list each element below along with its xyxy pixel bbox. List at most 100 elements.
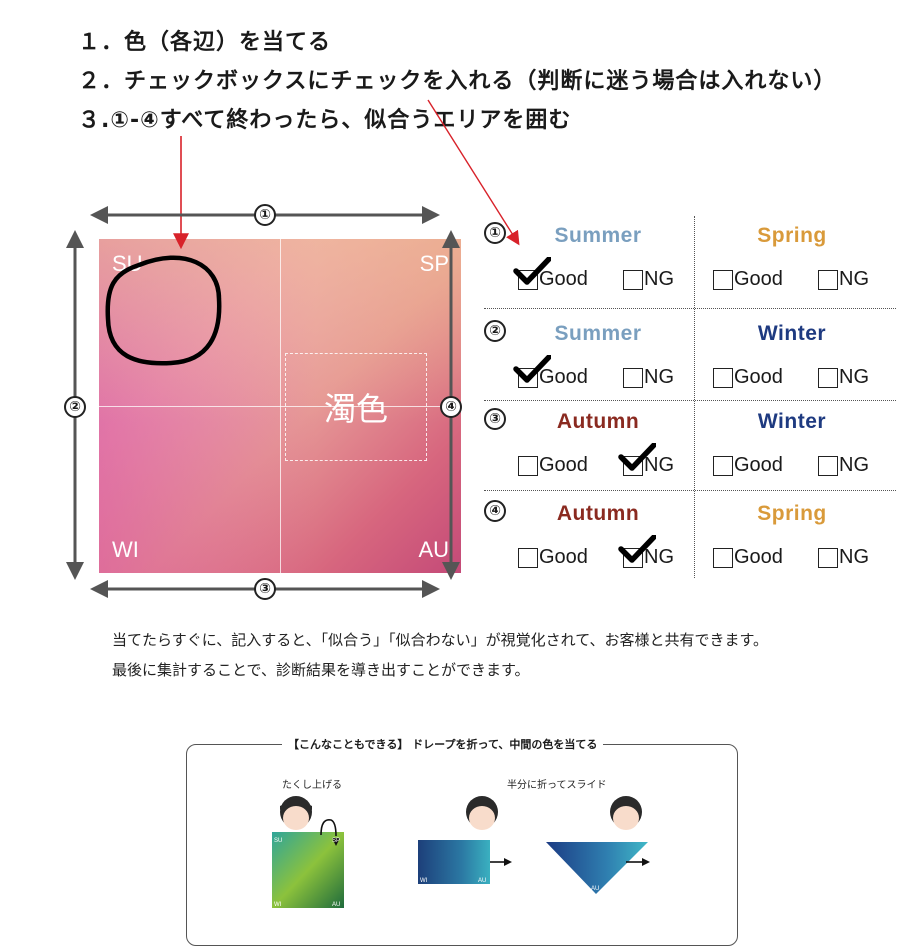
drape-tuck-up bbox=[272, 832, 344, 908]
color-gradient-square: SU SP WI AU 濁色 bbox=[99, 239, 461, 573]
season-label-row1-right: Spring bbox=[757, 224, 827, 247]
drape-half-fold bbox=[418, 840, 490, 884]
drape-illustrations: SU SP WI AU WI AU AU bbox=[272, 796, 650, 908]
svg-text:AU: AU bbox=[478, 878, 486, 884]
option-good-row2-left[interactable]: Good bbox=[513, 354, 588, 389]
option-label-good: Good bbox=[539, 268, 588, 290]
mini-label-sp: SP bbox=[332, 838, 340, 844]
row-number-1: ① bbox=[484, 222, 506, 244]
svg-text:WI: WI bbox=[420, 878, 428, 884]
option-label-good: Good bbox=[734, 268, 783, 290]
option-label-ng: NG bbox=[644, 454, 674, 476]
instruction-2: ２．チェックボックスにチェックを入れる（判断に迷う場合は入れない） bbox=[78, 69, 837, 94]
option-label-ng: NG bbox=[839, 454, 869, 476]
option-label-good: Good bbox=[539, 366, 588, 388]
option-good-row3-right[interactable]: Good bbox=[713, 454, 783, 477]
mini-label-au: AU bbox=[332, 902, 340, 908]
option-label-good: Good bbox=[539, 454, 588, 476]
checkbox-good-row4-right[interactable] bbox=[713, 547, 733, 568]
checklist-vertical-divider bbox=[694, 216, 695, 578]
option-good-row3-left[interactable]: Good bbox=[518, 454, 588, 477]
option-ng-row3-left[interactable]: NG bbox=[618, 442, 674, 477]
checkmark-icon bbox=[618, 442, 656, 471]
option-ng-row3-right[interactable]: NG bbox=[818, 454, 869, 477]
side-number-right: ④ bbox=[440, 396, 462, 418]
option-ng-row1-right[interactable]: NG bbox=[818, 268, 869, 291]
mini-label-su: SU bbox=[274, 838, 282, 844]
horizontal-divider bbox=[99, 406, 461, 407]
mini-label-wi: WI bbox=[274, 902, 282, 908]
side-number-top: ① bbox=[254, 204, 276, 226]
checkbox-ng-row3-right[interactable] bbox=[818, 455, 838, 476]
checkbox-ng-row1-right[interactable] bbox=[818, 269, 838, 290]
season-label-row4-right: Spring bbox=[757, 502, 827, 525]
season-label-row2-left: Summer bbox=[554, 322, 642, 345]
checklist-row-divider-1 bbox=[484, 308, 896, 309]
description-line-2: 最後に集計することで、診断結果を導き出すことができます。 bbox=[112, 661, 530, 679]
option-label-ng: NG bbox=[839, 366, 869, 388]
option-label-good: Good bbox=[734, 454, 783, 476]
option-ng-row2-right[interactable]: NG bbox=[818, 366, 869, 389]
option-good-row1-left[interactable]: Good bbox=[513, 256, 588, 291]
option-ng-row2-left[interactable]: NG bbox=[623, 366, 674, 389]
option-label-good: Good bbox=[734, 546, 783, 568]
description-line-1: 当てたらすぐに、記入すると、「似合う」「似合わない」が視覚化されて、お客様と共有… bbox=[112, 631, 768, 649]
option-label-ng: NG bbox=[644, 268, 674, 290]
checkbox-ng-row1-left[interactable] bbox=[623, 269, 643, 290]
option-label-ng: NG bbox=[839, 546, 869, 568]
checkbox-ng-row3-left[interactable] bbox=[618, 442, 656, 476]
checkbox-ng-row4-left[interactable] bbox=[618, 534, 656, 568]
muted-color-label: 濁色 bbox=[323, 390, 388, 428]
option-label-ng: NG bbox=[644, 366, 674, 388]
option-ng-row4-left[interactable]: NG bbox=[618, 534, 674, 569]
checkbox-good-row2-left[interactable] bbox=[513, 354, 551, 388]
option-label-good: Good bbox=[734, 366, 783, 388]
tip-box-title: 【こんなこともできる】 ドレープを折って、中間の色を当てる bbox=[282, 736, 604, 752]
checkbox-good-row3-right[interactable] bbox=[713, 455, 733, 476]
option-label-good: Good bbox=[539, 546, 588, 568]
drape-triangle-fold bbox=[546, 842, 648, 894]
option-ng-row4-right[interactable]: NG bbox=[818, 546, 869, 569]
person-figure-2 bbox=[466, 796, 498, 830]
checkmark-icon bbox=[513, 256, 551, 285]
checklist-row-divider-3 bbox=[484, 490, 896, 491]
person-figure-3 bbox=[610, 796, 642, 830]
checkbox-ng-row2-left[interactable] bbox=[623, 367, 643, 388]
checkbox-good-row3-left[interactable] bbox=[518, 455, 538, 476]
checkbox-good-row2-right[interactable] bbox=[713, 367, 733, 388]
checklist-row-divider-2 bbox=[484, 400, 896, 401]
checkbox-good-row1-left[interactable] bbox=[513, 256, 551, 290]
row-number-4: ④ bbox=[484, 500, 506, 522]
option-label-ng: NG bbox=[839, 268, 869, 290]
muted-color-area: 濁色 bbox=[285, 353, 427, 461]
option-good-row4-left[interactable]: Good bbox=[518, 546, 588, 569]
tip-caption-fold: 半分に折ってスライド bbox=[507, 780, 607, 791]
checkmark-icon bbox=[618, 534, 656, 563]
row-number-2: ② bbox=[484, 320, 506, 342]
tip-caption-tuck: たくし上げる bbox=[282, 780, 342, 791]
quadrant-label-au: AU bbox=[418, 537, 449, 562]
option-good-row1-right[interactable]: Good bbox=[713, 268, 783, 291]
option-good-row4-right[interactable]: Good bbox=[713, 546, 783, 569]
person-figure-1 bbox=[280, 796, 312, 830]
checkbox-good-row1-right[interactable] bbox=[713, 269, 733, 290]
checkbox-good-row4-left[interactable] bbox=[518, 547, 538, 568]
instruction-1: １．色（各辺）を当てる bbox=[78, 30, 332, 55]
season-label-row2-right: Winter bbox=[757, 322, 827, 345]
hand-drawn-circle bbox=[105, 255, 222, 366]
side-number-left: ② bbox=[64, 396, 86, 418]
side-number-bottom: ③ bbox=[254, 578, 276, 600]
checkbox-ng-row4-right[interactable] bbox=[818, 547, 838, 568]
option-good-row2-right[interactable]: Good bbox=[713, 366, 783, 389]
season-label-row3-left: Autumn bbox=[556, 410, 640, 433]
checkbox-ng-row2-right[interactable] bbox=[818, 367, 838, 388]
checkmark-icon bbox=[513, 354, 551, 383]
option-ng-row1-left[interactable]: NG bbox=[623, 268, 674, 291]
option-label-ng: NG bbox=[644, 546, 674, 568]
season-label-row3-right: Winter bbox=[757, 410, 827, 433]
season-label-row4-left: Autumn bbox=[556, 502, 640, 525]
quadrant-label-wi: WI bbox=[112, 537, 139, 562]
row-number-3: ③ bbox=[484, 408, 506, 430]
instruction-3: ３.①-④すべて終わったら、似合うエリアを囲む bbox=[78, 108, 572, 133]
svg-text:AU: AU bbox=[591, 886, 599, 892]
